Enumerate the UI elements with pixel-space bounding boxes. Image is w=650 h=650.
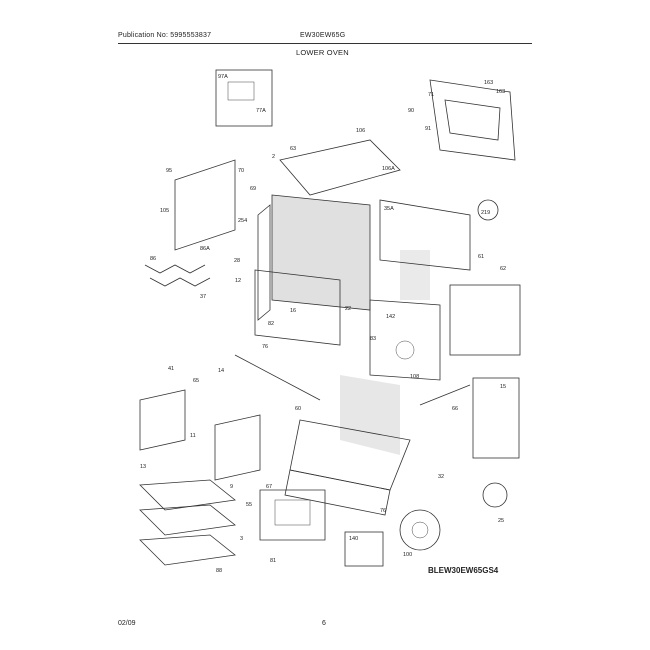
label-108: 108 (410, 374, 419, 380)
right-side-panel (379, 199, 471, 271)
label-254: 254 (238, 218, 247, 224)
label-86a: 86A (200, 246, 210, 252)
oven-cavity-texture (272, 195, 430, 455)
broil-element (144, 264, 211, 287)
vent-duct (444, 99, 501, 141)
label-35a: 35A (384, 206, 394, 212)
footer-page-number: 6 (322, 620, 326, 627)
footer-date: 02/09 (118, 620, 136, 627)
label-82a: 82 (268, 321, 274, 327)
right-lower-panel (369, 299, 441, 381)
top-back-panel (429, 79, 516, 161)
inset-box-sensor (449, 284, 521, 356)
label-106a: 106A (382, 166, 395, 172)
label-71: 71 (428, 92, 434, 98)
inset-switch (227, 81, 255, 101)
inset-box-140 (344, 531, 384, 567)
label-90: 90 (408, 108, 414, 114)
top-frame (279, 139, 401, 196)
label-95: 95 (166, 168, 172, 174)
label-63: 63 (290, 146, 296, 152)
label-25: 25 (498, 518, 504, 524)
label-55: 55 (246, 502, 252, 508)
base-frame (284, 469, 391, 516)
fan-hub (411, 521, 429, 539)
label-41: 41 (168, 366, 174, 372)
label-81: 81 (270, 558, 276, 564)
label-65: 65 (193, 378, 199, 384)
panel-port (395, 340, 415, 360)
label-76b: 76 (380, 508, 386, 514)
label-37: 37 (200, 294, 206, 300)
label-62: 62 (500, 266, 506, 272)
diagram-code: BLEW30EW65GS4 (428, 566, 499, 575)
circle-219 (477, 199, 499, 221)
left-side-panel (174, 159, 236, 251)
label-12: 12 (235, 278, 241, 284)
label-97a: 97A (218, 74, 228, 80)
oven-rack-2 (139, 504, 236, 536)
left-rack-support (139, 389, 186, 451)
inset-box-97a (215, 69, 273, 127)
label-86: 86 (150, 256, 156, 262)
right-rack-support (214, 414, 261, 481)
label-2: 2 (272, 154, 275, 160)
label-70: 70 (238, 168, 244, 174)
oven-door-frame (254, 269, 341, 346)
label-13: 13 (140, 464, 146, 470)
label-61: 61 (478, 254, 484, 260)
label-219: 219 (481, 210, 490, 216)
label-60: 60 (295, 406, 301, 412)
bake-element-tray (259, 489, 326, 541)
label-22: 22 (345, 306, 351, 312)
label-140: 140 (349, 536, 358, 542)
label-76a: 76 (262, 344, 268, 350)
oven-rack-3 (139, 534, 236, 566)
label-32: 32 (438, 474, 444, 480)
model-number: EW30EW65G (300, 32, 346, 39)
trim-bar-60 (234, 354, 321, 401)
label-142: 142 (386, 314, 395, 320)
label-163a: 163 (484, 80, 493, 86)
part-labels: 97A 71 77A 163 163 90 91 106 106A 95 2 6… (140, 74, 506, 574)
header-rule (118, 43, 532, 44)
label-15: 15 (500, 384, 506, 390)
fan-motor (482, 482, 508, 508)
label-11: 11 (190, 433, 196, 439)
label-100: 100 (403, 552, 412, 558)
label-163b: 163 (496, 89, 505, 95)
convection-fan (399, 509, 441, 551)
publication-number: Publication No: 5995553837 (118, 32, 212, 39)
label-3: 3 (240, 536, 243, 542)
oven-rack-1 (139, 479, 236, 511)
oven-front-frame (257, 204, 271, 321)
label-106: 106 (356, 128, 365, 134)
inset-box-15 (472, 377, 520, 459)
label-67: 67 (266, 484, 272, 490)
label-83: 83 (370, 336, 376, 342)
label-66: 66 (452, 406, 458, 412)
label-14: 14 (218, 368, 224, 374)
label-91: 91 (425, 126, 431, 132)
label-88: 88 (216, 568, 222, 574)
bake-element (274, 499, 311, 526)
label-77a: 77A (256, 108, 266, 114)
label-28: 28 (234, 258, 240, 264)
label-105: 105 (160, 208, 169, 214)
label-9: 9 (230, 484, 233, 490)
label-69: 69 (250, 186, 256, 192)
label-16: 16 (290, 308, 296, 314)
trim-bar-88 (419, 384, 471, 406)
section-title: LOWER OVEN (296, 48, 349, 57)
